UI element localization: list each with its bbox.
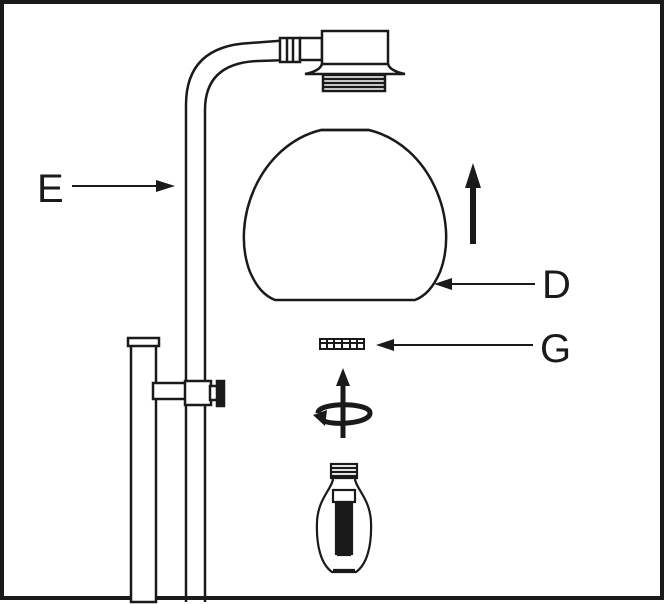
gooseneck-arm bbox=[184, 36, 324, 602]
label-g-callout: G bbox=[376, 327, 571, 371]
floor-pole bbox=[126, 336, 161, 604]
label-d: D bbox=[542, 263, 571, 307]
up-arrow-icon bbox=[465, 163, 481, 244]
shade-ring bbox=[319, 338, 365, 350]
light-bulb bbox=[315, 462, 373, 574]
socket-holder bbox=[304, 29, 406, 93]
clamp-connector bbox=[151, 379, 226, 408]
label-g: G bbox=[540, 327, 571, 371]
label-d-callout: D bbox=[434, 263, 571, 307]
glass-shade bbox=[242, 128, 448, 302]
label-e-callout: E bbox=[37, 167, 175, 211]
label-e: E bbox=[37, 167, 64, 211]
rotate-arrow-icon bbox=[313, 368, 373, 438]
